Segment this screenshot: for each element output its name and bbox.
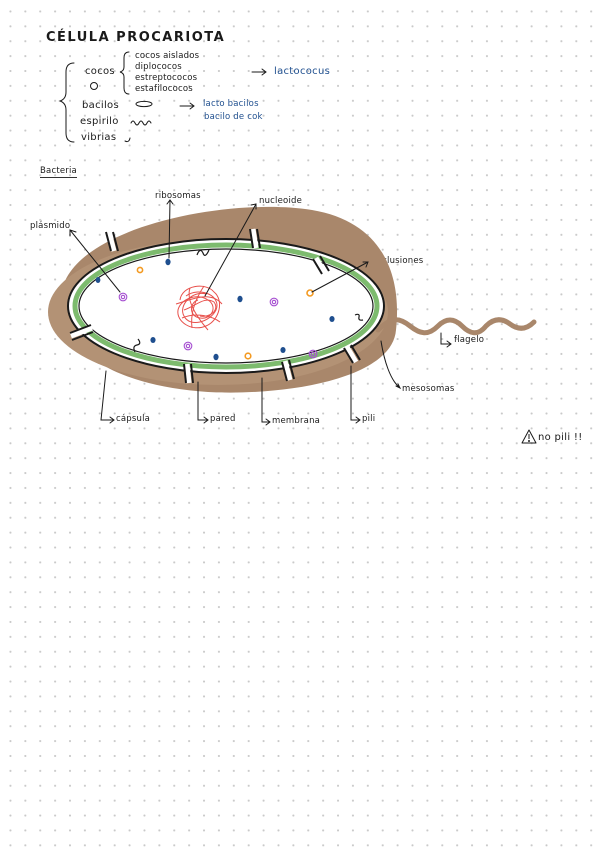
leader-membrana	[261, 377, 271, 426]
cocos-label: cocos	[85, 66, 115, 77]
vibrias-label: vibrias	[81, 132, 117, 143]
coco-shape-icon	[90, 82, 98, 90]
bacilos-example-1: lacto bacilos	[203, 99, 259, 109]
pilus-7	[343, 344, 361, 364]
arrow-bacilos	[179, 102, 195, 110]
label-plasmido: plásmido	[30, 221, 71, 231]
label-pili: pili	[362, 414, 376, 424]
warning-icon	[521, 429, 537, 444]
label-inclusiones: inclusiones	[374, 256, 424, 266]
arrow-plasmido	[69, 229, 121, 293]
espirilo-shape-icon	[130, 120, 152, 126]
note-text: no pili !!	[538, 432, 583, 443]
cocos-type-estafilococos: estafilococos	[135, 84, 193, 94]
pilus-5	[183, 363, 194, 384]
pilus-6	[281, 359, 295, 382]
label-membrana: membrana	[272, 416, 321, 426]
cocos-brace	[119, 51, 130, 95]
cocos-example: lactococus	[274, 66, 331, 77]
mesosoma-1	[196, 249, 210, 256]
bacilo-shape-icon	[135, 100, 153, 108]
label-capsula: cápsula	[116, 414, 151, 424]
bacilos-example-2: bacilo de cok	[204, 112, 263, 122]
leader-capsula	[100, 370, 115, 424]
arrow-ribosomas	[166, 199, 174, 259]
mesosoma-2	[133, 338, 141, 353]
pilus-2	[249, 228, 261, 249]
main-brace	[58, 62, 75, 143]
arrow-inclusiones	[311, 261, 369, 293]
leader-mesosomas	[380, 340, 402, 390]
inclusions	[136, 266, 314, 360]
pilus-3	[312, 255, 330, 275]
arrow-nucleoide	[204, 203, 257, 297]
label-mesosomas: mesosomas	[402, 384, 455, 394]
label-ribosomas: ribosomas	[155, 191, 201, 201]
arrow-cocos	[251, 68, 267, 76]
cocos-type-estreptococos: estreptococos	[135, 73, 198, 83]
vibrio-shape-icon	[124, 137, 131, 143]
leader-flagelo	[440, 332, 452, 348]
espirilo-label: espirilo	[80, 116, 119, 127]
mesosoma-3	[354, 313, 364, 321]
label-flagelo: flagelo	[454, 335, 485, 345]
ribosomes	[95, 258, 335, 361]
flagellum	[375, 317, 537, 336]
pilus-4	[69, 324, 94, 341]
label-pared: pared	[210, 414, 236, 424]
section-title: Bacteria	[40, 166, 77, 178]
leader-pared	[197, 381, 209, 424]
cocos-type-diplococos: diplococos	[135, 62, 182, 72]
page-title: CÉLULA PROCARIOTA	[46, 30, 226, 45]
cocos-type-aislados: cocos aislados	[135, 51, 200, 61]
leader-pili	[350, 365, 361, 424]
plasmids	[118, 292, 318, 359]
bacilos-label: bacilos	[82, 100, 119, 111]
nucleoid	[175, 285, 223, 331]
label-nucleoide: nucleoide	[259, 196, 303, 206]
pilus-1	[105, 231, 119, 252]
